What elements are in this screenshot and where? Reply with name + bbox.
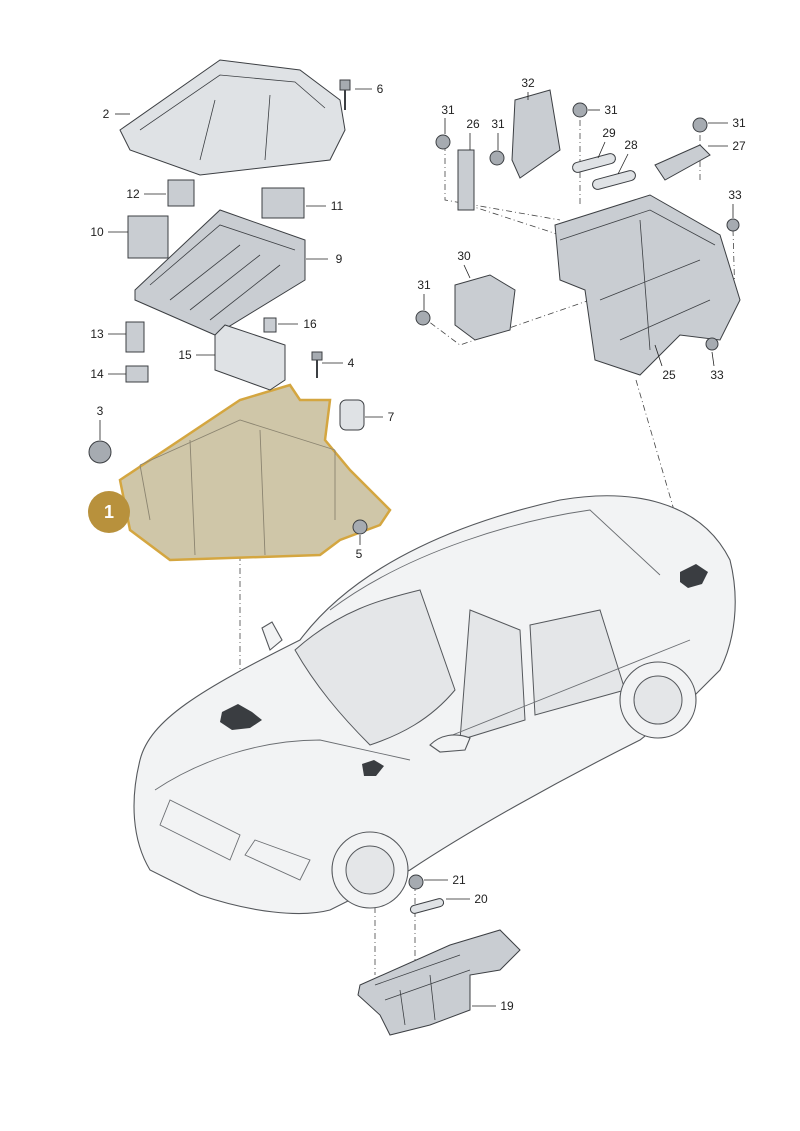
callout-label-33b: 33 bbox=[710, 368, 724, 382]
callout-leader-lines bbox=[99, 88, 734, 1007]
strap-part-20 bbox=[409, 898, 445, 914]
callout-label-7: 7 bbox=[387, 410, 395, 424]
bracket-part-13 bbox=[125, 321, 145, 353]
callout-label-33a: 33 bbox=[728, 188, 742, 202]
distribution-box-part-25 bbox=[554, 194, 741, 376]
nut-part-31a bbox=[435, 134, 451, 150]
car-illustration bbox=[133, 495, 736, 914]
car-mirror-left bbox=[261, 621, 283, 651]
car-front-rim bbox=[345, 845, 395, 895]
cylinder-part-7 bbox=[339, 399, 365, 431]
callout-label-28: 28 bbox=[624, 138, 638, 152]
relay-part-30 bbox=[454, 274, 516, 341]
callout-label-11: 11 bbox=[330, 199, 344, 213]
leader-29 bbox=[597, 141, 606, 159]
guide-line-nut-31 bbox=[444, 145, 561, 221]
callout-label-19: 19 bbox=[500, 999, 514, 1013]
distribution-box-part-25-detail bbox=[559, 209, 716, 351]
car-front-window bbox=[459, 609, 526, 741]
nut-part-31c bbox=[572, 102, 588, 118]
callout-label-9: 9 bbox=[335, 252, 343, 266]
leader-28 bbox=[617, 153, 629, 175]
callout-label-6: 6 bbox=[376, 82, 384, 96]
nut-part-33a bbox=[726, 218, 740, 232]
callout-label-29: 29 bbox=[602, 126, 616, 140]
callout-label-26: 26 bbox=[466, 117, 480, 131]
car-roof-line bbox=[329, 509, 661, 611]
callout-label-5: 5 bbox=[355, 547, 363, 561]
callout-label-4: 4 bbox=[347, 356, 355, 370]
callout-label-10: 10 bbox=[90, 225, 104, 239]
clip-part-16 bbox=[263, 317, 277, 333]
guide-line-relay-30 bbox=[419, 299, 591, 346]
fuse-carrier-part-9 bbox=[134, 209, 306, 336]
holder-part-11 bbox=[261, 187, 305, 219]
car-grille bbox=[159, 799, 241, 861]
cover-part-2-detail bbox=[139, 74, 326, 161]
callout-label-13: 13 bbox=[90, 327, 104, 341]
callout-label-25: 25 bbox=[662, 368, 676, 382]
callout-label-2: 2 bbox=[102, 107, 110, 121]
distribution-box-part-19 bbox=[357, 929, 521, 1036]
leader-25 bbox=[654, 344, 663, 367]
screw-part-4 bbox=[311, 351, 323, 361]
car-hood-line bbox=[154, 739, 411, 791]
leader-33b bbox=[711, 351, 715, 367]
nut-part-21 bbox=[408, 874, 424, 890]
highlight-badge-part-1: 1 bbox=[88, 491, 130, 533]
callout-label-31c: 31 bbox=[604, 103, 618, 117]
box-housing-detail bbox=[139, 419, 336, 556]
box-housing-highlighted bbox=[118, 383, 392, 562]
callout-label-15: 15 bbox=[178, 348, 192, 362]
guide-line-nut-33 bbox=[732, 229, 736, 301]
relay-part-12 bbox=[167, 179, 195, 207]
guide-line-part-26 bbox=[467, 204, 561, 236]
car-side-line bbox=[439, 639, 691, 741]
car-windshield bbox=[294, 589, 456, 746]
callout-label-20: 20 bbox=[474, 892, 488, 906]
nut-part-33b bbox=[705, 337, 719, 351]
car-mirror bbox=[429, 734, 471, 753]
fuse-part-26 bbox=[457, 149, 475, 211]
mount-location-rear bbox=[680, 564, 708, 588]
module-part-15 bbox=[214, 324, 286, 391]
strap-part-29 bbox=[572, 153, 616, 173]
holder-part-10 bbox=[127, 215, 169, 259]
strap-part-28 bbox=[592, 170, 636, 190]
nut-part-31e bbox=[415, 310, 431, 326]
callout-label-31d: 31 bbox=[732, 116, 746, 130]
car-headlight bbox=[244, 839, 311, 881]
mount-location-engine-bay bbox=[220, 704, 262, 730]
callout-label-14: 14 bbox=[90, 367, 104, 381]
mount-location-front bbox=[362, 760, 384, 776]
callout-label-3: 3 bbox=[96, 404, 104, 418]
car-rear-rim bbox=[633, 675, 683, 725]
callout-label-27: 27 bbox=[732, 139, 746, 153]
callout-label-21: 21 bbox=[452, 873, 466, 887]
module-part-32 bbox=[511, 89, 561, 179]
callout-label-31a: 31 bbox=[441, 103, 455, 117]
leader-30 bbox=[463, 264, 471, 279]
nut-part-31d bbox=[692, 117, 708, 133]
callout-label-31e: 31 bbox=[417, 278, 431, 292]
cover-part-2 bbox=[119, 59, 346, 176]
screw-part-6 bbox=[339, 79, 351, 91]
callout-label-31b: 31 bbox=[491, 117, 505, 131]
nut-part-5 bbox=[352, 519, 368, 535]
distribution-box-part-19-detail bbox=[374, 954, 471, 1026]
nut-part-31b bbox=[489, 150, 505, 166]
clip-part-14 bbox=[125, 365, 149, 383]
callout-label-16: 16 bbox=[303, 317, 317, 331]
callout-label-32: 32 bbox=[521, 76, 535, 90]
fuse-carrier-part-9-grid bbox=[149, 224, 296, 321]
callout-label-12: 12 bbox=[126, 187, 140, 201]
grommet-part-3 bbox=[88, 440, 112, 464]
fuse-part-27 bbox=[654, 144, 711, 181]
callout-label-30: 30 bbox=[457, 249, 471, 263]
